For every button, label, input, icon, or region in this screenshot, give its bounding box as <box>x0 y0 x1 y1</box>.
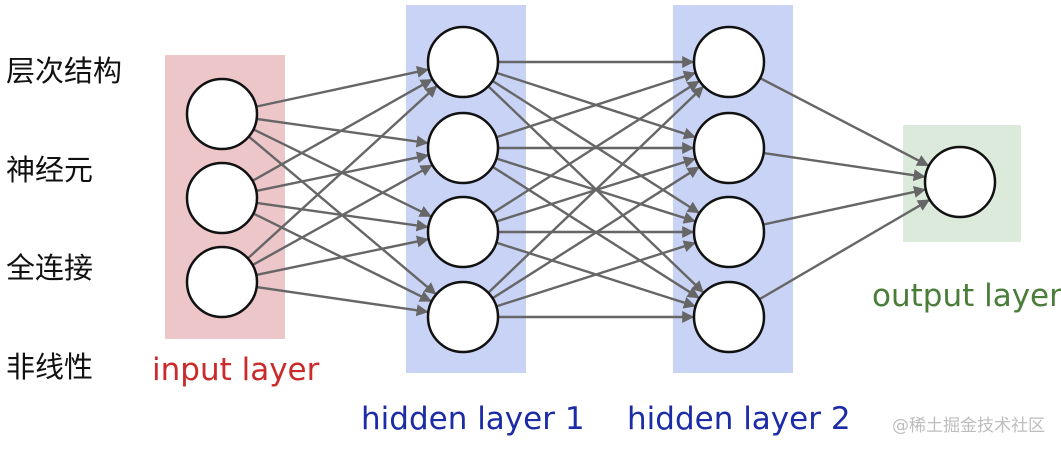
connection-hidden2-0-to-output-0 <box>759 77 930 167</box>
side-term-neuron: 神经元 <box>6 153 94 187</box>
hidden2-neuron-1 <box>692 25 766 99</box>
connection-input-2-to-hidden1-1 <box>252 164 433 267</box>
connection-hidden1-3-to-hidden2-2 <box>495 240 696 308</box>
connection-input-2-to-hidden1-2 <box>256 235 429 277</box>
output-layer-label: output layer <box>872 278 1061 314</box>
connection-input-2-to-hidden1-0 <box>247 85 438 260</box>
hidden1-neuron-2 <box>426 111 500 185</box>
connection-hidden2-3-to-output-0 <box>758 199 930 301</box>
connection-hidden1-3-to-hidden2-0 <box>487 86 704 294</box>
connection-input-1-to-hidden1-0 <box>251 78 433 182</box>
hidden1-neuron-4 <box>426 280 500 354</box>
side-term-fully-connected: 全连接 <box>6 251 94 285</box>
watermark: @稀土掘金技术社区 <box>892 416 1045 436</box>
connection-hidden1-3-to-hidden2-1 <box>491 166 700 300</box>
connection-hidden2-1-to-output-0 <box>763 151 926 182</box>
input-neuron-1 <box>185 77 259 151</box>
connection-hidden1-1-to-hidden2-0 <box>495 70 696 139</box>
input-layer-label: input layer <box>152 352 320 388</box>
hidden1-neuron-3 <box>426 195 500 269</box>
hidden1-neuron-1 <box>426 25 500 99</box>
input-neuron-2 <box>185 161 259 235</box>
connection-hidden2-2-to-output-0 <box>762 186 926 226</box>
connection-input-0-to-hidden1-0 <box>255 66 429 108</box>
input-neuron-3 <box>185 245 259 319</box>
hidden-layer-1-label: hidden layer 1 <box>361 401 585 437</box>
hidden2-neuron-2 <box>692 111 766 185</box>
hidden-layer-2-label: hidden layer 2 <box>627 401 851 437</box>
output-neuron-1 <box>923 145 997 219</box>
side-term-hierarchy: 层次结构 <box>6 54 123 88</box>
connection-input-2-to-hidden1-3 <box>256 285 429 317</box>
connection-hidden1-2-to-hidden2-0 <box>491 80 700 215</box>
side-term-nonlinear: 非线性 <box>6 350 94 384</box>
hidden2-neuron-3 <box>692 195 766 269</box>
hidden2-neuron-4 <box>692 280 766 354</box>
